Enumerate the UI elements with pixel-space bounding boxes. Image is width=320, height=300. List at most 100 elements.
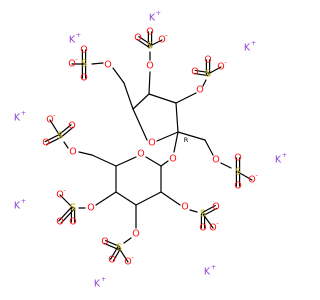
ester-oxygen: O	[146, 61, 153, 72]
sulfate-a-minus-charge: -	[75, 55, 78, 63]
potassium-ion: K	[204, 267, 211, 278]
ester-oxygen: O	[212, 155, 219, 166]
ring-bond	[156, 131, 179, 142]
potassium-ion: K	[14, 201, 21, 212]
potassium-charge: +	[101, 275, 106, 283]
potassium-ion-layer: K+K+K+K+K+K+K+K+	[14, 9, 287, 290]
glycosidic-bond	[173, 131, 179, 153]
ester-oxygen: O	[104, 60, 111, 71]
sulfate-h-oxygen: O	[199, 223, 206, 234]
bond	[175, 92, 197, 104]
sulfate-f-double-bond	[58, 206, 73, 222]
sulfate-g-double-bond	[105, 239, 121, 248]
sulfate-f-sulfur: S	[70, 203, 76, 214]
sulfate-a-oxygen: O	[80, 73, 87, 84]
sulfate-e-double-bond	[60, 126, 74, 138]
sulfate-d-sulfur: S	[235, 167, 241, 178]
sulfate-e-double-bond	[44, 133, 60, 143]
ester-oxygen: O	[87, 203, 94, 214]
bond	[78, 151, 93, 156]
potassium-charge: +	[76, 31, 81, 39]
sulfate-g-sulfur: S	[116, 243, 122, 254]
ring-bond	[132, 93, 150, 110]
sulfate-c-sulfur: S	[205, 69, 211, 80]
sulfate-g-oxygen-anion: O	[124, 257, 131, 268]
sulfate-b-oxygen: O	[134, 33, 141, 44]
ester-oxygen: O	[181, 202, 188, 213]
bond-layer	[44, 31, 253, 263]
bond	[202, 79, 207, 87]
ring-bond	[148, 93, 177, 104]
potassium-charge: +	[156, 9, 161, 17]
sulfate-g-double-bond	[110, 246, 119, 260]
potassium-ion: K	[275, 155, 282, 166]
sulfate-a-oxygen: O	[80, 45, 87, 56]
sulfate-g-single-bond	[118, 247, 129, 263]
bond	[112, 67, 125, 84]
stereo-label: R	[184, 136, 189, 144]
glycosidic-bond	[160, 160, 169, 167]
sulfate-b-oxygen: O	[146, 27, 153, 38]
potassium-charge: +	[251, 39, 256, 47]
sulfate-e-double-bond	[46, 136, 62, 146]
ring-oxygen: O	[148, 138, 155, 149]
sulfate-c-oxygen: O	[191, 67, 198, 78]
bond	[95, 191, 117, 206]
bond	[189, 209, 198, 213]
ester-oxygen: O	[196, 85, 203, 96]
ring-bond	[115, 191, 137, 206]
sulfate-h-minus-charge: -	[216, 219, 219, 227]
sulfate-h-sulfur: S	[200, 209, 206, 220]
potassium-charge: +	[282, 151, 287, 159]
potassium-ion: K	[14, 113, 21, 124]
sulfate-g-double-bond	[103, 242, 119, 251]
sulfate-h-oxygen-anion: O	[209, 223, 216, 234]
sulfate-d-oxygen: O	[234, 181, 241, 192]
ring-bond	[135, 191, 162, 206]
sulfate-b-sulfur: S	[147, 41, 153, 52]
bond	[123, 237, 132, 244]
sulfate-g-minus-charge: -	[131, 253, 134, 261]
sulfate-f-oxygen-anion: O	[56, 190, 63, 201]
ester-oxygen: O	[69, 147, 76, 158]
bond	[220, 162, 232, 169]
ring-bond	[145, 156, 162, 167]
potassium-ion: K	[69, 35, 76, 46]
sulfate-f-double-bond	[60, 208, 75, 224]
potassium-ion: K	[149, 13, 156, 24]
bond	[160, 191, 181, 206]
sulfate-b-double-bond	[136, 38, 150, 48]
bond	[91, 154, 117, 167]
potassium-ion: K	[244, 43, 251, 54]
sulfate-f-minus-charge: -	[63, 186, 66, 194]
sulfate-f-single-bond	[59, 194, 74, 209]
potassium-charge: +	[21, 109, 26, 117]
ester-oxygen: O	[132, 229, 139, 240]
sulfate-e-oxygen-anion: O	[46, 115, 53, 126]
sulfate-b-oxygen-anion: O	[158, 35, 165, 46]
sulfate-e-single-bond	[49, 119, 61, 137]
ring-bond	[175, 102, 179, 133]
sulfate-c-oxygen-anion: O	[217, 62, 224, 73]
sulfate-g-oxygen: O	[101, 237, 108, 248]
sulfate-c-double-bond	[194, 69, 209, 74]
ring-oxygen: O	[137, 149, 144, 160]
sulfate-d-minus-charge: -	[255, 171, 258, 179]
glycosidic-oxygen: O	[169, 154, 176, 165]
ring-bond	[132, 108, 148, 141]
bond	[204, 139, 214, 156]
bond	[91, 62, 104, 65]
potassium-ion: K	[94, 279, 101, 290]
bond	[148, 71, 151, 95]
sulfate-f-oxygen: O	[69, 217, 76, 228]
sulfate-e-oxygen: O	[42, 138, 49, 149]
sulfate-e-double-bond	[58, 124, 72, 136]
sulfate-h-double-bond	[203, 207, 218, 217]
sulfate-e-oxygen: O	[68, 121, 75, 132]
sulfate-g-double-bond	[112, 248, 121, 262]
sulfate-d-oxygen: O	[234, 153, 241, 164]
sulfate-h-oxygen: O	[212, 202, 219, 213]
sulfate-c-oxygen: O	[204, 55, 211, 66]
